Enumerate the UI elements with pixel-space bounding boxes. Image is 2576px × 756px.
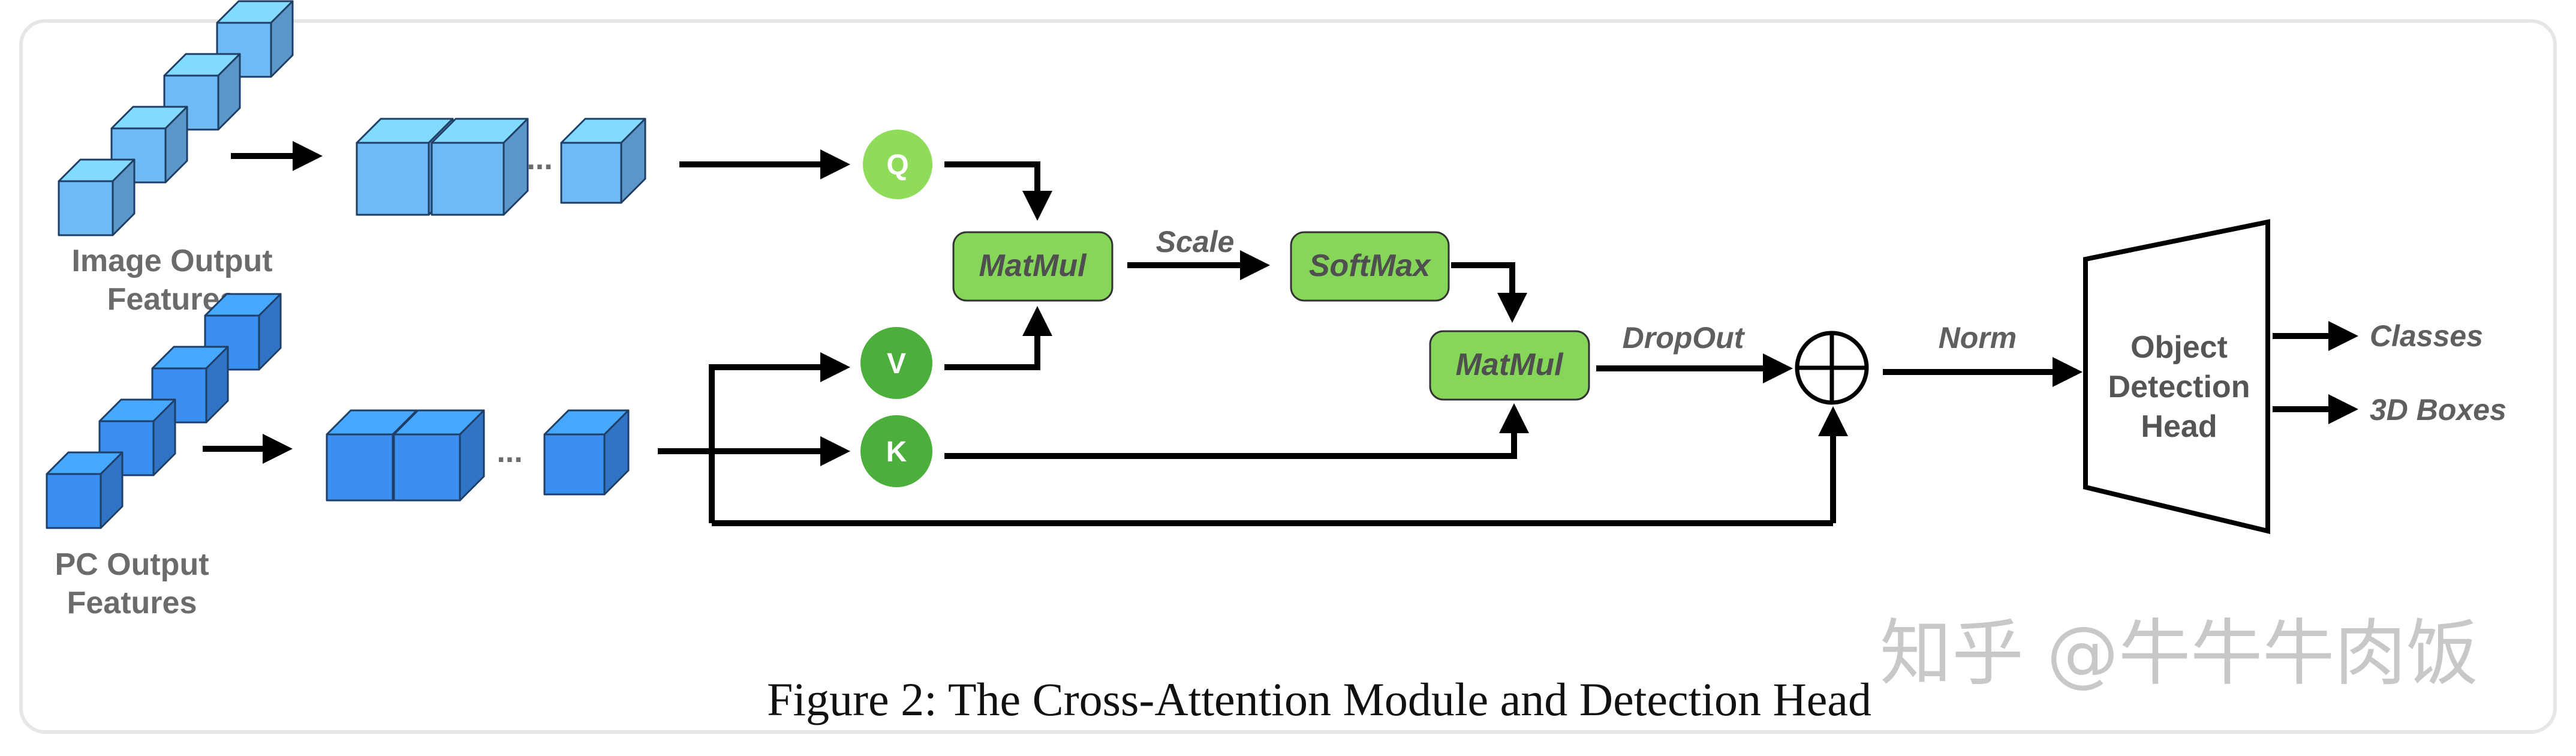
feature-cube xyxy=(46,451,124,529)
v-node: V xyxy=(860,327,932,399)
image-feature-stack xyxy=(58,0,294,236)
cube-front-face xyxy=(393,433,461,502)
pc-feature-stack xyxy=(46,293,282,529)
matmul2-box: MatMul xyxy=(1429,330,1590,401)
softmax-label: SoftMax xyxy=(1309,248,1431,283)
matmul2-label: MatMul xyxy=(1455,347,1564,382)
v-label: V xyxy=(887,348,906,380)
softmax-rect xyxy=(1290,231,1450,302)
arrow-k-to-matmul2 xyxy=(944,403,1529,459)
image-features-label-1: Image Output xyxy=(71,244,272,278)
k-label: K xyxy=(886,436,907,468)
figure-card xyxy=(19,19,2557,734)
q-circle xyxy=(863,130,932,199)
detection-head: Object Detection Head xyxy=(2083,219,2270,535)
cube-front-face xyxy=(431,142,505,216)
k-node: K xyxy=(860,415,932,487)
cube-front-face xyxy=(326,433,394,502)
head-label-1: Object xyxy=(2130,330,2228,365)
scale-label: Scale xyxy=(1156,225,1235,259)
figure-caption: Figure 2: The Cross-Attention Module and… xyxy=(767,673,1871,725)
arrow-q-to-matmul1 xyxy=(944,161,1052,221)
q-node: Q xyxy=(863,130,932,199)
arrow-softmax-to-matmul2 xyxy=(1451,262,1527,323)
watermark: 知乎 @牛牛牛肉饭 xyxy=(1880,612,2478,695)
head-label-3: Head xyxy=(2141,409,2217,444)
softmax-box: SoftMax xyxy=(1290,231,1450,302)
cube-front-face xyxy=(356,142,430,216)
pc-token-sequence xyxy=(326,409,630,502)
feature-cube xyxy=(58,158,136,236)
image-token-sequence xyxy=(356,118,646,216)
dropout-label: DropOut xyxy=(1623,321,1746,355)
image-token-ellipsis: ... xyxy=(526,142,552,176)
image-token-cube xyxy=(560,118,646,204)
classes-label: Classes xyxy=(2370,319,2483,353)
k-circle xyxy=(860,415,932,487)
pc-features-label-2: Features xyxy=(67,586,197,620)
matmul2-rect xyxy=(1429,330,1590,401)
add-node xyxy=(1795,331,1869,405)
cube-front-face xyxy=(560,142,622,204)
matmul1-box: MatMul xyxy=(952,231,1114,302)
pc-token-ellipsis: ... xyxy=(496,434,522,469)
matmul1-label: MatMul xyxy=(979,248,1087,283)
image-token-cube xyxy=(431,118,529,216)
arrow-branch-to-v xyxy=(709,352,850,523)
v-circle xyxy=(860,327,932,399)
pc-token-cube xyxy=(393,409,485,502)
pc-token-cube xyxy=(543,409,630,496)
head-label-2: Detection xyxy=(2108,370,2250,404)
cube-front-face xyxy=(543,433,606,496)
boxes-label: 3D Boxes xyxy=(2370,393,2506,427)
feature-cube xyxy=(216,0,294,78)
connection-arrows xyxy=(203,141,2358,526)
norm-label: Norm xyxy=(1939,321,2017,355)
detection-head-shape xyxy=(2083,219,2270,535)
q-label: Q xyxy=(886,149,908,181)
cube-front-face xyxy=(46,473,102,529)
matmul1-rect xyxy=(952,231,1114,302)
pc-features-label-1: PC Output xyxy=(55,547,209,582)
arrow-v-to-matmul1 xyxy=(944,306,1052,370)
cube-front-face xyxy=(58,180,114,236)
